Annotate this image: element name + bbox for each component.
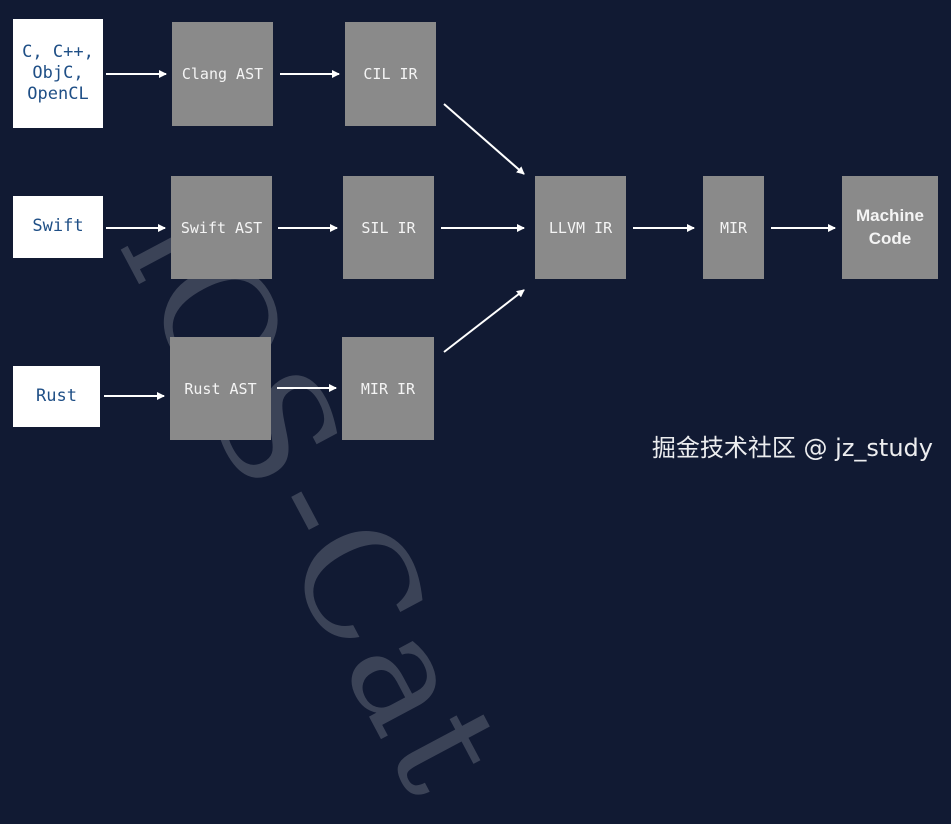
node-mir-ir: MIR IR: [342, 337, 434, 440]
node-machine-code: Machine Code: [842, 176, 938, 279]
arrow-mirir-to-llvm: [443, 289, 525, 353]
source-c-family: C, C++, ObjC, OpenCL: [13, 19, 103, 128]
diagram-canvas: iOS-Cat C, C++, ObjC, OpenCL Swift Rust …: [13, 19, 938, 824]
node-mir: MIR: [703, 176, 764, 279]
node-sil-ir: SIL IR: [343, 176, 434, 279]
site-credit: 掘金技术社区 @ jz_study: [651, 434, 933, 462]
node-cil-ir: CIL IR: [345, 22, 436, 126]
source-rust: Rust: [13, 366, 100, 427]
node-clang-ast: Clang AST: [172, 22, 273, 126]
node-llvm-ir: LLVM IR: [535, 176, 626, 279]
node-swift-ast: Swift AST: [171, 176, 272, 279]
source-swift: Swift: [13, 196, 103, 258]
node-rust-ast: Rust AST: [170, 337, 271, 440]
arrow-cil-to-llvm: [443, 103, 525, 175]
arrows: [104, 70, 836, 400]
